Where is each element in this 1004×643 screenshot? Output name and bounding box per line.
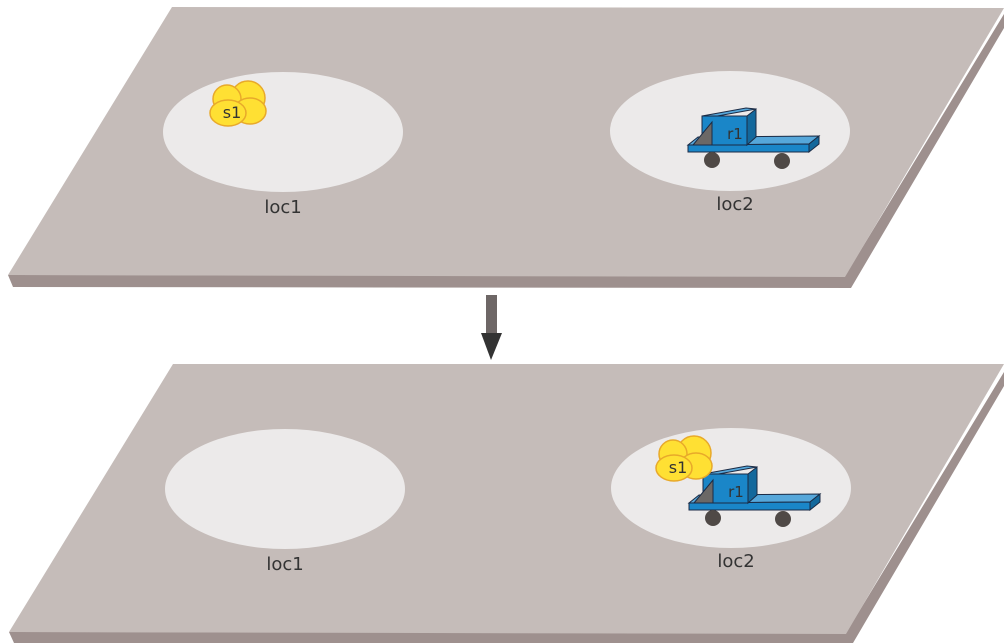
location-label: loc1	[264, 197, 301, 218]
location-loc2: loc2 r1	[611, 428, 851, 572]
location-label: loc2	[716, 194, 753, 215]
robot-label: r1	[727, 125, 743, 143]
sample-label: s1	[223, 103, 242, 122]
location-label: loc1	[266, 554, 303, 575]
location-area	[165, 429, 405, 549]
location-label: loc2	[717, 551, 754, 572]
robot-r1: r1	[687, 465, 822, 527]
robot-r1: r1	[686, 107, 821, 169]
state-panel-before: loc1 s1 loc2	[8, 7, 1004, 288]
truck-icon	[686, 107, 821, 169]
robot-label: r1	[728, 483, 744, 501]
platform	[9, 364, 1004, 634]
sample-label: s1	[669, 458, 688, 477]
sample-icon	[655, 435, 713, 482]
arrow-shaft	[486, 295, 497, 335]
sample-s1: s1	[209, 80, 267, 127]
sample-s1: s1	[655, 435, 713, 482]
location-area	[163, 72, 403, 192]
location-loc2: loc2 r1	[610, 71, 850, 215]
transition-arrow	[481, 295, 502, 360]
platform	[8, 7, 1004, 277]
location-loc1: loc1 s1	[163, 72, 403, 218]
sample-icon	[209, 80, 267, 127]
arrow-head	[481, 333, 502, 360]
state-panel-after: loc1 loc2 r1	[9, 364, 1004, 643]
truck-icon	[687, 465, 822, 527]
location-loc1: loc1	[165, 429, 405, 575]
